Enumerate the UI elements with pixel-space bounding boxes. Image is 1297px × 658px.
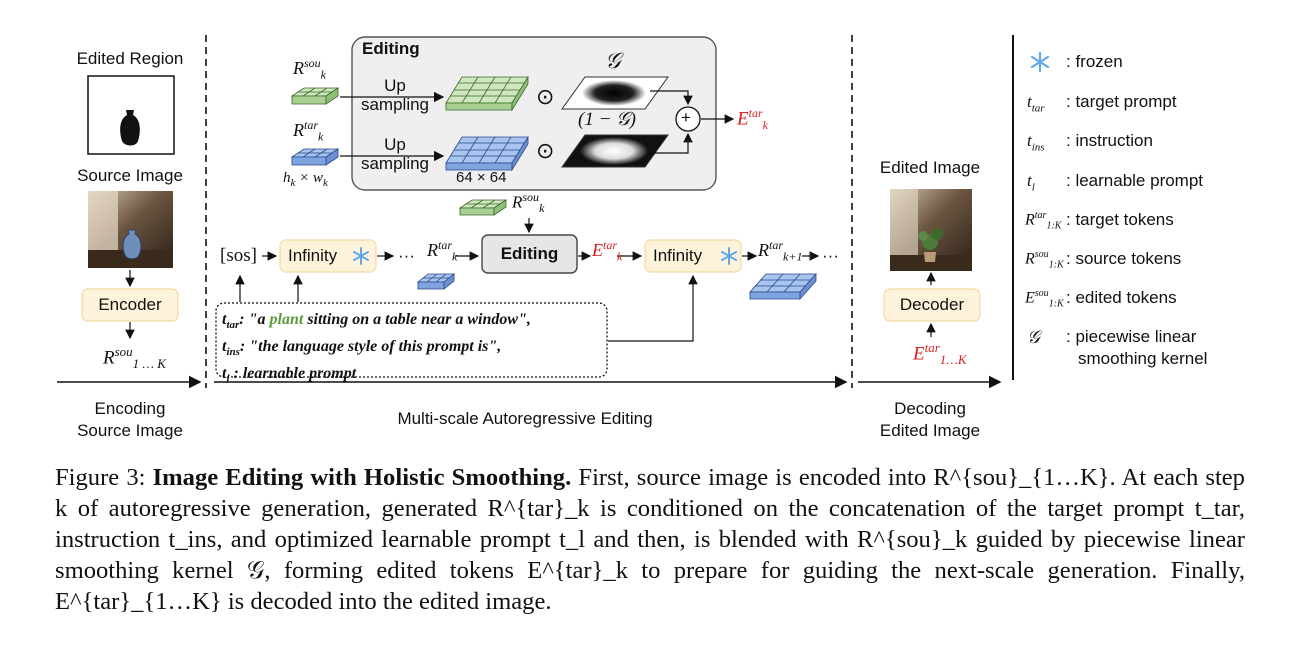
e-tar-k-output: Etark bbox=[737, 106, 768, 133]
source-token-grid-small bbox=[290, 87, 340, 105]
hk-wk-label: hk × wk bbox=[283, 170, 328, 189]
prompt-line-instruction: tins: "the language style of this prompt… bbox=[222, 338, 502, 359]
target-token-grid-upsampled bbox=[445, 135, 529, 172]
e-tar-1k-label: Etar1…K bbox=[913, 340, 967, 368]
kernel-map-g bbox=[561, 76, 669, 110]
prompt-line-target: ttar: "a plant sitting on a table near a… bbox=[222, 311, 531, 332]
legend-sym-rtar: Rtar1:K bbox=[1025, 210, 1062, 232]
legend-tins: : instruction bbox=[1066, 131, 1153, 150]
target-token-grid-small bbox=[290, 148, 340, 166]
target-token-grid-step-k bbox=[416, 273, 456, 290]
legend-sym-ttar: ttar bbox=[1027, 92, 1045, 115]
upsampling-label-2: Up sampling bbox=[360, 135, 430, 173]
snowflake-icon-infinity-1 bbox=[353, 247, 369, 265]
decoder-module bbox=[883, 288, 981, 322]
legend-sym-tl: tl bbox=[1027, 171, 1035, 194]
plant-word: plant bbox=[269, 311, 304, 328]
legend-sym-esou: Esou1:K bbox=[1025, 288, 1064, 310]
legend-sym-rsou: Rsou1:K bbox=[1025, 249, 1064, 271]
legend-edited-tokens: : edited tokens bbox=[1066, 288, 1177, 307]
figure-caption: Figure 3: Image Editing with Holistic Sm… bbox=[55, 462, 1245, 617]
legend-kernel-2: smoothing kernel bbox=[1078, 349, 1208, 368]
legend-frozen: : frozen bbox=[1066, 52, 1123, 71]
legend-kernel-1: : piecewise linear bbox=[1066, 327, 1197, 346]
size-64-label: 64 × 64 bbox=[456, 169, 507, 186]
decoding-caption: Decoding Edited Image bbox=[879, 399, 981, 440]
prompt-text: ttar: "a plant sitting on a table near a… bbox=[222, 309, 531, 391]
encoder-module bbox=[81, 288, 179, 322]
dots-2: ··· bbox=[822, 246, 839, 265]
dots-1: ··· bbox=[398, 246, 415, 265]
legend-sym-g: 𝒢 bbox=[1027, 327, 1040, 347]
multiscale-caption: Multi-scale Autoregressive Editing bbox=[397, 409, 653, 428]
r-sou-k-mid: Rsouk bbox=[512, 190, 545, 216]
legend-sym-tins: tins bbox=[1027, 131, 1045, 154]
infinity-module-2 bbox=[644, 239, 742, 273]
method-diagram bbox=[57, 35, 1050, 389]
upsampling-label-1: Up sampling bbox=[360, 76, 430, 114]
e-tar-k-pipeline: Etark bbox=[592, 238, 623, 264]
edited-image-label: Edited Image bbox=[879, 158, 981, 177]
encoder-label: Encoder bbox=[98, 295, 162, 314]
source-image-label: Source Image bbox=[77, 166, 183, 185]
prompt-line-learnable: tl : learnable prompt bbox=[222, 365, 357, 386]
kernel-g-label: 𝒢 bbox=[605, 48, 621, 73]
vase-silhouette bbox=[120, 110, 140, 146]
edited-region-label: Edited Region bbox=[76, 49, 184, 68]
frozen-snowflake-icon bbox=[1030, 51, 1050, 73]
odot-2: ⊙ bbox=[536, 138, 555, 163]
legend-ttar: : target prompt bbox=[1066, 92, 1177, 111]
editing-box-title: Editing bbox=[362, 39, 420, 58]
legend-tl: : learnable prompt bbox=[1066, 171, 1204, 190]
r-tar-k-pipeline: Rtark bbox=[427, 238, 458, 264]
plus-sign: + bbox=[681, 108, 691, 127]
snowflake-icon-infinity-2 bbox=[721, 247, 737, 265]
editing-module bbox=[481, 234, 578, 274]
encoding-caption: Encoding Source Image bbox=[77, 399, 183, 440]
source-image bbox=[88, 191, 173, 268]
source-token-grid-mid bbox=[458, 199, 508, 216]
source-token-grid-upsampled bbox=[445, 75, 529, 112]
decoder-label: Decoder bbox=[899, 295, 965, 314]
caption-body: First, source image is encoded into R^{s… bbox=[55, 464, 1245, 615]
target-token-grid-step-k-plus-1 bbox=[749, 272, 817, 301]
r-sou-1k-label: Rsou1 … K bbox=[103, 344, 166, 372]
one-minus-g-label: (1 − 𝒢) bbox=[578, 109, 637, 130]
caption-title: Image Editing with Holistic Smoothing. bbox=[152, 464, 572, 491]
r-tar-k-label: Rtark bbox=[293, 118, 324, 144]
infinity-label-1: Infinity bbox=[288, 246, 338, 265]
edited-image bbox=[890, 189, 972, 271]
infinity-label-2: Infinity bbox=[653, 246, 703, 265]
sos-token: [sos] bbox=[220, 245, 257, 266]
sum-node bbox=[675, 106, 701, 132]
kernel-map-one-minus-g bbox=[561, 134, 669, 168]
caption-label: Figure 3: bbox=[55, 464, 146, 491]
r-tar-k1-pipeline: Rtark+1 bbox=[758, 238, 803, 264]
r-sou-k-label: Rsouk bbox=[293, 56, 326, 82]
prompt-box bbox=[215, 302, 608, 378]
legend-source-tokens: : source tokens bbox=[1066, 249, 1182, 268]
infinity-module-1 bbox=[279, 239, 377, 273]
odot-1: ⊙ bbox=[536, 84, 555, 109]
legend-target-tokens: : target tokens bbox=[1066, 210, 1174, 229]
editing-module-label: Editing bbox=[500, 244, 559, 263]
